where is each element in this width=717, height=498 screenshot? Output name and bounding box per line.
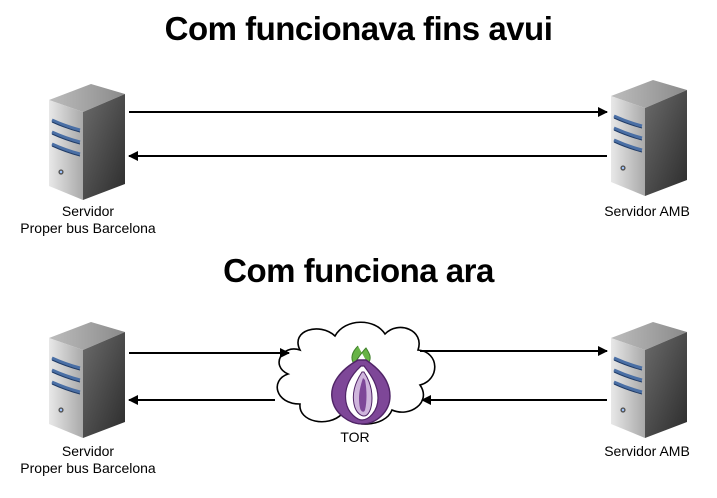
label-after-right-server: Servidor AMB xyxy=(604,443,690,459)
server-icon-after-right xyxy=(609,320,689,440)
label-after-left-line2: Proper bus Barcelona xyxy=(20,460,156,476)
label-before-left-line1: Servidor xyxy=(61,203,115,219)
label-before-right-server: Servidor AMB xyxy=(604,203,690,219)
label-after-left-server: Servidor Proper bus Barcelona xyxy=(0,443,176,477)
label-before-left-server: Servidor Proper bus Barcelona xyxy=(0,203,176,237)
title-before: Com funcionava fins avui xyxy=(164,10,553,47)
server-icon-before-left xyxy=(47,82,127,202)
server-icon-after-left xyxy=(47,320,127,440)
label-after-left-line1: Servidor xyxy=(61,443,115,459)
server-icon-before-right xyxy=(609,78,689,198)
title-after: Com funciona ara xyxy=(223,252,494,289)
label-before-left-line2: Proper bus Barcelona xyxy=(20,220,156,236)
tor-onion-icon xyxy=(331,345,391,425)
label-tor: TOR xyxy=(340,429,370,445)
